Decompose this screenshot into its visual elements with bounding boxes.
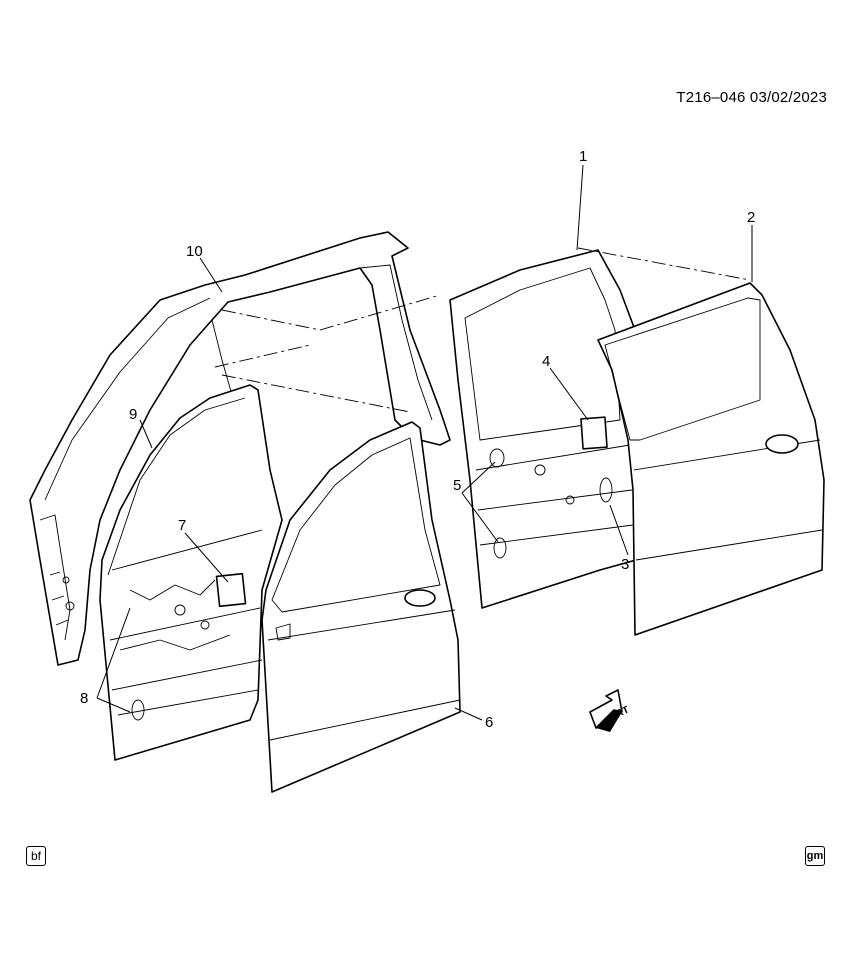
body-side-frame: [29, 231, 451, 666]
explosion-lines: [214, 247, 751, 413]
gm-logo-icon: gm: [805, 846, 825, 866]
callout-1: 1: [579, 148, 587, 165]
reference-number: T216–046: [676, 89, 746, 106]
diagram-reference-code: T216–046 03/02/2023: [676, 89, 827, 106]
bf-badge-icon: bf: [26, 846, 46, 866]
callout-labels: 1 2 3 4 5 6 7 8 9 10: [80, 148, 755, 731]
callout-2: 2: [747, 209, 755, 226]
rear-door-inner-panel: [449, 249, 637, 609]
callout-3: 3: [621, 556, 629, 573]
callout-10: 10: [186, 243, 203, 260]
reference-date: 03/02/2023: [749, 89, 827, 106]
callout-9: 9: [129, 406, 137, 423]
front-door-inner-panel: [99, 384, 283, 761]
front-direction-arrow-icon: FRT: [589, 689, 631, 732]
callout-7: 7: [178, 517, 186, 534]
callout-4: 4: [542, 353, 550, 370]
callout-6: 6: [485, 714, 493, 731]
front-door-outer-panel: [261, 421, 461, 793]
leader-lines: [96, 164, 753, 721]
callout-5: 5: [453, 477, 461, 494]
callout-8: 8: [80, 690, 88, 707]
rear-door-outer-panel: [597, 282, 825, 636]
